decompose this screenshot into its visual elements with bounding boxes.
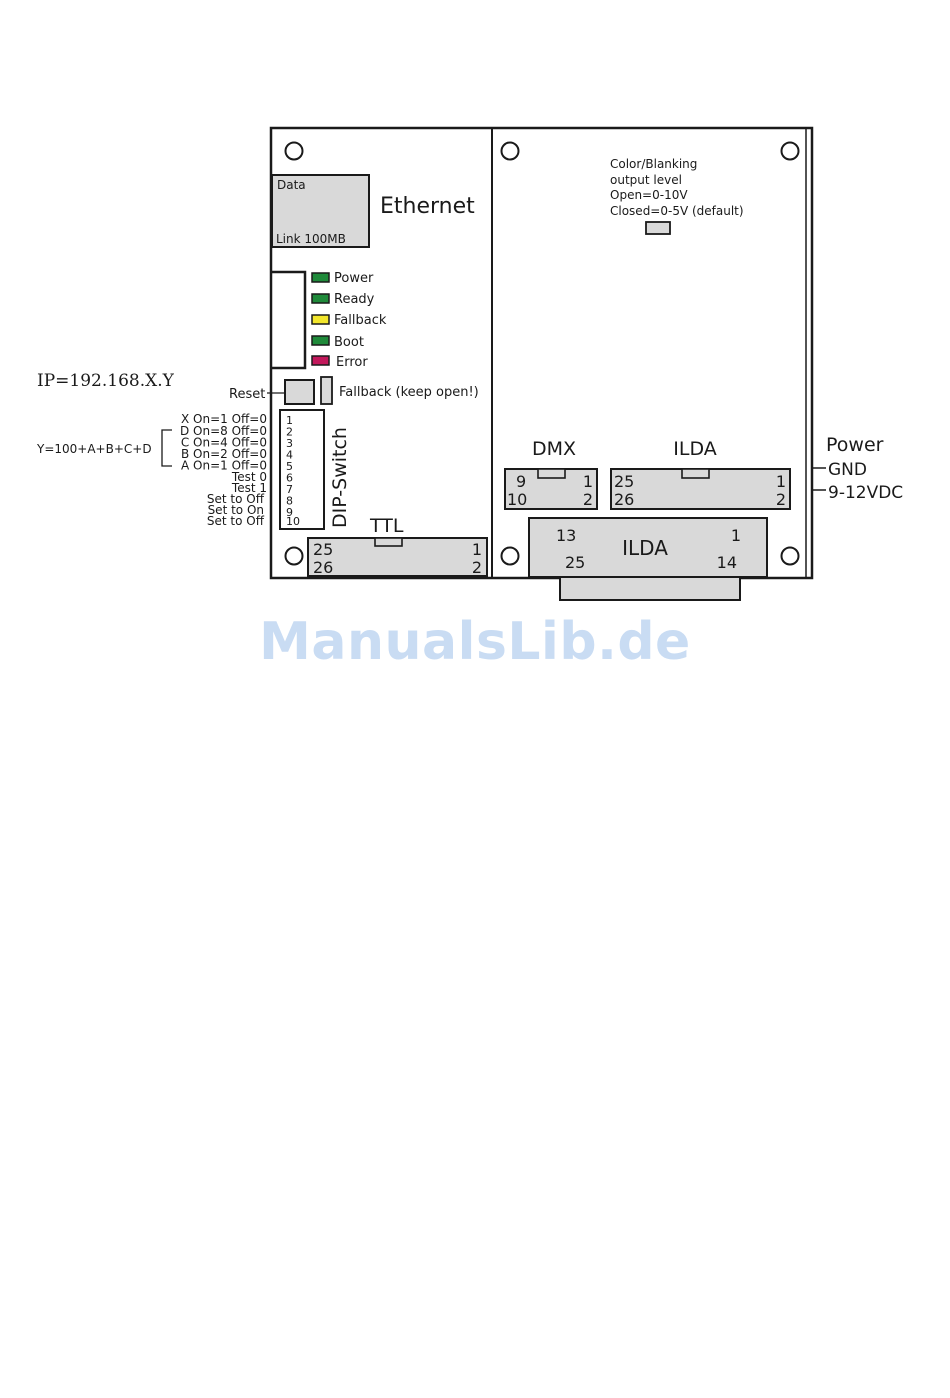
ttl-title: TTL bbox=[369, 515, 404, 537]
dip-number: 3 bbox=[286, 437, 293, 450]
dip-number: 7 bbox=[286, 483, 293, 496]
power-vin-label: 9-12VDC bbox=[828, 483, 903, 503]
watermark: ManualsLib.de bbox=[259, 612, 691, 672]
led-error bbox=[311, 355, 330, 366]
mounting-hole-top-center bbox=[500, 141, 520, 161]
led-label-error: Error bbox=[336, 355, 368, 370]
led-power bbox=[311, 272, 330, 283]
dmx-pin-2: 2 bbox=[583, 490, 593, 509]
mounting-hole-bottom-center bbox=[500, 546, 520, 566]
y-formula: Y=100+A+B+C+D bbox=[36, 442, 152, 456]
dmx-pin-9: 9 bbox=[516, 472, 526, 491]
led-ready bbox=[311, 293, 330, 304]
dip-description: Set to Off bbox=[207, 492, 265, 506]
ilda-header-pin-1: 1 bbox=[776, 472, 786, 491]
ilda-header-pin-25: 25 bbox=[614, 472, 634, 491]
power-gnd-label: GND bbox=[828, 460, 867, 480]
reset-label: Reset bbox=[229, 387, 265, 402]
ilda-header-title: ILDA bbox=[673, 438, 716, 460]
dip-number: 1 bbox=[286, 414, 293, 427]
reset-button bbox=[284, 379, 315, 405]
dip-switch-title: DIP-Switch bbox=[329, 427, 351, 528]
dip-switch-descriptions: X On=1 Off=0 D On=8 Off=0 C On=4 Off=0 B… bbox=[180, 412, 267, 528]
ilda-dsub-pin-25: 25 bbox=[565, 553, 585, 572]
dip-description: D On=8 Off=0 bbox=[180, 424, 267, 438]
dip-description: A On=1 Off=0 bbox=[181, 459, 267, 473]
mounting-hole-top-right bbox=[780, 141, 800, 161]
color-blanking-line1: Color/Blanking bbox=[610, 157, 697, 171]
dip-description: Test 0 bbox=[231, 470, 267, 484]
dmx-title: DMX bbox=[532, 438, 576, 460]
fallback-jumper-label: Fallback (keep open!) bbox=[339, 385, 479, 400]
dip-number: 10 bbox=[286, 515, 300, 528]
board-diagram: Data Link 100MB Ethernet Power Ready Fal… bbox=[36, 126, 903, 601]
dip-description: B On=2 Off=0 bbox=[181, 447, 267, 461]
color-blanking-line2: output level bbox=[610, 173, 682, 187]
ilda-dsub-connector bbox=[528, 517, 768, 578]
led-label-boot: Boot bbox=[334, 335, 364, 350]
dip-description: X On=1 Off=0 bbox=[181, 412, 267, 426]
ilda-header-pin-2: 2 bbox=[776, 490, 786, 509]
ilda-dsub-pin-1: 1 bbox=[731, 526, 741, 545]
mounting-hole-bottom-right bbox=[780, 546, 800, 566]
ttl-pin-2: 2 bbox=[472, 558, 482, 577]
power-title: Power bbox=[826, 434, 884, 456]
led-label-fallback: Fallback bbox=[334, 313, 387, 328]
dmx-pin-1: 1 bbox=[583, 472, 593, 491]
dip-number: 9 bbox=[286, 506, 293, 519]
led-fallback bbox=[311, 314, 330, 325]
ethernet-jack bbox=[271, 174, 370, 248]
color-blanking-line3: Open=0-10V bbox=[610, 188, 688, 202]
fallback-jumper bbox=[320, 376, 333, 405]
dmx-key-notch bbox=[537, 468, 566, 479]
board-outline bbox=[269, 126, 814, 580]
led-boot bbox=[311, 335, 330, 346]
ttl-pin-26: 26 bbox=[313, 558, 333, 577]
ilda-dsub-pin-13: 13 bbox=[556, 526, 576, 545]
dip-switch-numbers: 1 2 3 4 5 6 7 8 9 10 bbox=[286, 414, 300, 528]
dip-number: 2 bbox=[286, 426, 293, 439]
dmx-pin-10: 10 bbox=[507, 490, 527, 509]
dip-description: Set to On bbox=[208, 503, 264, 517]
ilda-header-key-notch bbox=[681, 468, 710, 479]
ethernet-data-label: Data bbox=[277, 178, 306, 192]
led-label-ready: Ready bbox=[334, 292, 375, 307]
ttl-key-notch bbox=[374, 537, 403, 547]
ip-label: IP=192.168.X.Y bbox=[37, 371, 175, 391]
ilda-dsub-title: ILDA bbox=[622, 536, 668, 560]
dip-number: 8 bbox=[286, 495, 293, 508]
led-label-power: Power bbox=[334, 271, 374, 286]
dip-switch bbox=[279, 409, 325, 530]
ethernet-link-label: Link 100MB bbox=[276, 232, 346, 246]
ethernet-title: Ethernet bbox=[380, 194, 475, 219]
dip-number: 6 bbox=[286, 472, 293, 485]
dip-description: Test 1 bbox=[231, 481, 267, 495]
dip-description: C On=4 Off=0 bbox=[181, 436, 267, 450]
color-blanking-line4: Closed=0-5V (default) bbox=[610, 204, 744, 218]
mounting-hole-top-left bbox=[284, 141, 304, 161]
ilda-dsub-pin-14: 14 bbox=[717, 553, 737, 572]
ilda-dsub-shell bbox=[559, 575, 741, 601]
y-formula-bracket bbox=[161, 429, 172, 467]
color-blanking-jumper bbox=[645, 221, 671, 235]
ilda-header-pin-26: 26 bbox=[614, 490, 634, 509]
led-list: Power Ready Fallback Boot Error bbox=[311, 271, 387, 370]
mounting-hole-bottom-left bbox=[284, 546, 304, 566]
dip-description: Set to Off bbox=[207, 514, 265, 528]
ttl-pin-1: 1 bbox=[472, 540, 482, 559]
dip-number: 4 bbox=[286, 449, 293, 462]
dip-number: 5 bbox=[286, 460, 293, 473]
ttl-pin-25: 25 bbox=[313, 540, 333, 559]
